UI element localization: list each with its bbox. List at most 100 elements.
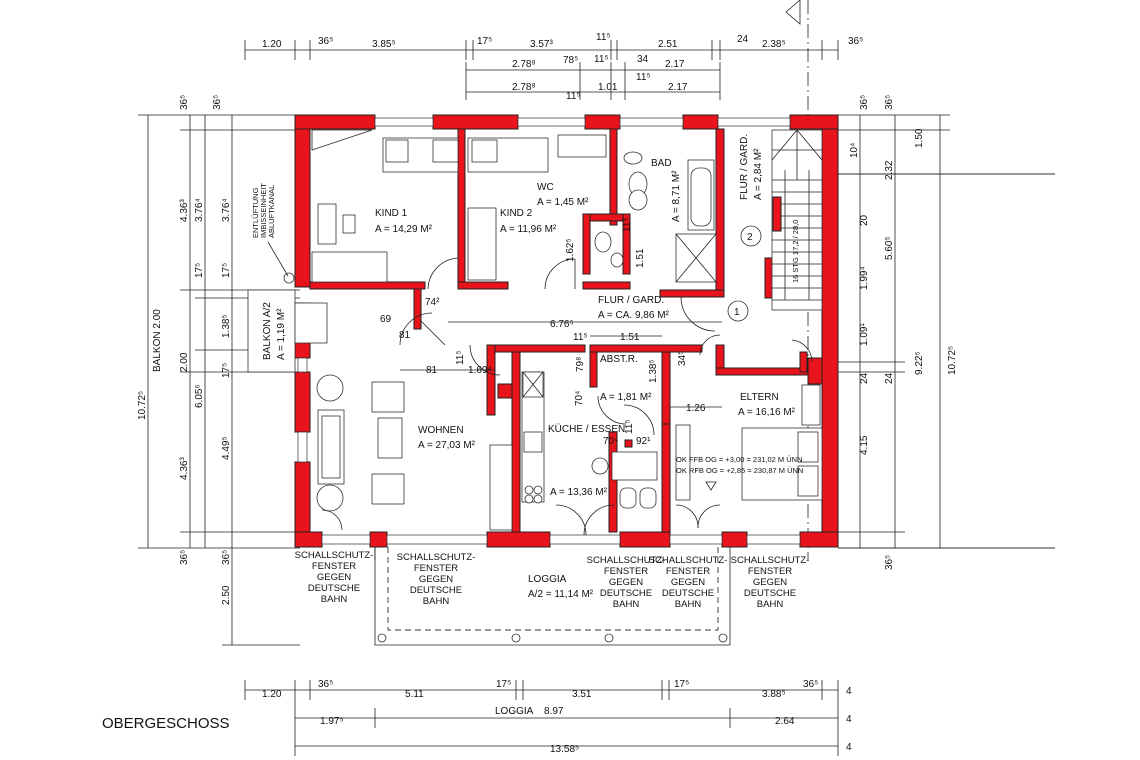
svg-text:GEGEN: GEGEN — [671, 577, 705, 588]
svg-text:GEGEN: GEGEN — [317, 572, 351, 583]
room-name-loggia: LOGGIA — [528, 574, 567, 585]
svg-text:2: 2 — [747, 232, 753, 243]
svg-text:FENSTER: FENSTER — [666, 566, 710, 577]
svg-text:5.60⁵: 5.60⁵ — [884, 236, 895, 260]
svg-text:5.11: 5.11 — [405, 689, 424, 700]
marker-2 — [740, 225, 762, 247]
room-name-kind2: KIND 2 — [500, 208, 533, 219]
svg-text:24: 24 — [884, 372, 895, 384]
svg-text:16 STG 17,2 / 28,0: 16 STG 17,2 / 28,0 — [791, 220, 800, 283]
svg-text:36⁵: 36⁵ — [884, 555, 895, 570]
svg-text:2.00: 2.00 — [179, 352, 190, 372]
svg-text:81: 81 — [426, 365, 438, 376]
svg-text:3.76⁴: 3.76⁴ — [221, 198, 232, 222]
svg-text:1.51: 1.51 — [635, 248, 646, 268]
svg-text:4.36³: 4.36³ — [179, 457, 190, 480]
svg-text:1.50: 1.50 — [914, 128, 925, 148]
svg-text:17⁵: 17⁵ — [674, 679, 689, 690]
svg-text:81: 81 — [399, 330, 411, 341]
svg-text:1.38⁵: 1.38⁵ — [648, 359, 659, 383]
svg-text:74²: 74² — [425, 297, 440, 308]
svg-text:8.97: 8.97 — [544, 706, 564, 717]
svg-text:1.20: 1.20 — [262, 39, 282, 50]
svg-text:36⁵: 36⁵ — [848, 36, 863, 47]
svg-text:36⁵: 36⁵ — [179, 95, 190, 110]
svg-text:4.36³: 4.36³ — [179, 199, 190, 222]
svg-text:36⁵: 36⁵ — [884, 95, 895, 110]
svg-text:36⁵: 36⁵ — [859, 95, 870, 110]
svg-text:24: 24 — [859, 372, 870, 384]
svg-text:SCHALLSCHUTZ-: SCHALLSCHUTZ- — [649, 555, 728, 566]
svg-text:BAHN: BAHN — [613, 599, 640, 610]
svg-text:2.17: 2.17 — [668, 82, 688, 93]
svg-text:10⁴: 10⁴ — [849, 143, 860, 158]
svg-text:3.51: 3.51 — [572, 689, 592, 700]
svg-text:SCHALLSCHUTZ-: SCHALLSCHUTZ- — [397, 552, 476, 563]
svg-text:17⁵: 17⁵ — [496, 679, 511, 690]
svg-text:36⁵: 36⁵ — [212, 95, 223, 110]
svg-text:17⁵: 17⁵ — [477, 36, 492, 47]
svg-text:34⁵: 34⁵ — [677, 351, 688, 366]
svg-text:79⁸: 79⁸ — [575, 357, 586, 372]
room-area-eltern: A = 16,16 M² — [738, 407, 796, 418]
room-name-kind1: KIND 1 — [375, 208, 408, 219]
svg-text:3.88⁵: 3.88⁵ — [762, 689, 786, 700]
svg-text:78⁵: 78⁵ — [563, 55, 578, 66]
room-area-flur-top: A = 2,84 M² — [753, 148, 764, 200]
svg-text:10.72⁵: 10.72⁵ — [137, 391, 148, 420]
svg-text:BAHN: BAHN — [423, 596, 450, 607]
svg-text:FENSTER: FENSTER — [414, 563, 458, 574]
room-area-kind1: A = 14,29 M² — [375, 224, 433, 235]
doors — [321, 257, 813, 536]
svg-text:SCHALLSCHUTZ-: SCHALLSCHUTZ- — [731, 555, 810, 566]
svg-text:4.49⁵: 4.49⁵ — [221, 436, 232, 460]
svg-text:11⁵: 11⁵ — [624, 419, 635, 434]
svg-text:17⁵: 17⁵ — [221, 263, 232, 278]
svg-text:FENSTER: FENSTER — [604, 566, 648, 577]
drawing-title: OBERGESCHOSS — [102, 715, 230, 732]
svg-text:1.20: 1.20 — [262, 689, 282, 700]
svg-text:17⁵: 17⁵ — [194, 263, 205, 278]
room-name-flur: FLUR / GARD. — [598, 295, 664, 306]
room-labels: KIND 1 A = 14,29 M² KIND 2 A = 11,96 M² … — [262, 134, 796, 600]
room-area-loggia: A/2 = 11,14 M² — [528, 589, 594, 600]
annotations: ENTLÜFTUNG IMBISSEINHEIT ABLUFTKANAL 16 … — [152, 183, 803, 491]
svg-text:GEGEN: GEGEN — [419, 574, 453, 585]
svg-text:36⁵: 36⁵ — [318, 36, 333, 47]
room-area-abstr: A = 1,81 M² — [600, 392, 652, 403]
window-notes: SCHALLSCHUTZ- FENSTER GEGEN DEUTSCHE BAH… — [295, 550, 810, 610]
svg-text:GEGEN: GEGEN — [609, 577, 643, 588]
windows — [297, 117, 801, 545]
svg-text:DEUTSCHE: DEUTSCHE — [410, 585, 462, 596]
room-area-kueche: A = 13,36 M² — [550, 487, 608, 498]
svg-text:1.62⁵: 1.62⁵ — [565, 238, 576, 262]
room-area-kind2: A = 11,96 M² — [500, 224, 557, 235]
room-area-balkon: A = 1,19 M² — [276, 308, 287, 360]
svg-text:FENSTER: FENSTER — [312, 561, 356, 572]
marker-1 — [727, 300, 749, 322]
svg-text:1.26: 1.26 — [686, 403, 706, 414]
svg-text:11⁵: 11⁵ — [455, 350, 466, 365]
room-name-wohnen: WOHNEN — [418, 425, 464, 436]
level-rfb: OK RFB OG = +2,85 = 230,87 M ÜNN — [676, 466, 803, 475]
svg-text:2.78⁸: 2.78⁸ — [512, 59, 536, 70]
svg-text:2.51: 2.51 — [658, 39, 678, 50]
svg-text:ENTLÜFTUNG: ENTLÜFTUNG — [251, 187, 260, 238]
room-name-abstr: ABST.R. — [600, 354, 638, 365]
svg-text:92¹: 92¹ — [636, 436, 651, 447]
room-name-wc: WC — [537, 182, 554, 193]
room-name-balkon: BALKON A/2 — [262, 302, 273, 360]
svg-text:GEGEN: GEGEN — [753, 577, 787, 588]
svg-text:3.76⁴: 3.76⁴ — [194, 198, 205, 222]
svg-text:6.05⁶: 6.05⁶ — [194, 384, 205, 408]
svg-text:2.64: 2.64 — [775, 716, 795, 727]
svg-text:1.97⁵: 1.97⁵ — [320, 716, 344, 727]
svg-text:69: 69 — [380, 314, 392, 325]
svg-text:9.22⁵: 9.22⁵ — [914, 351, 925, 375]
room-area-wc: A = 1,45 M² — [537, 197, 589, 208]
svg-text:DEUTSCHE: DEUTSCHE — [600, 588, 652, 599]
svg-text:70⁴: 70⁴ — [603, 436, 618, 447]
svg-text:4: 4 — [846, 686, 852, 697]
svg-text:4: 4 — [846, 742, 852, 753]
